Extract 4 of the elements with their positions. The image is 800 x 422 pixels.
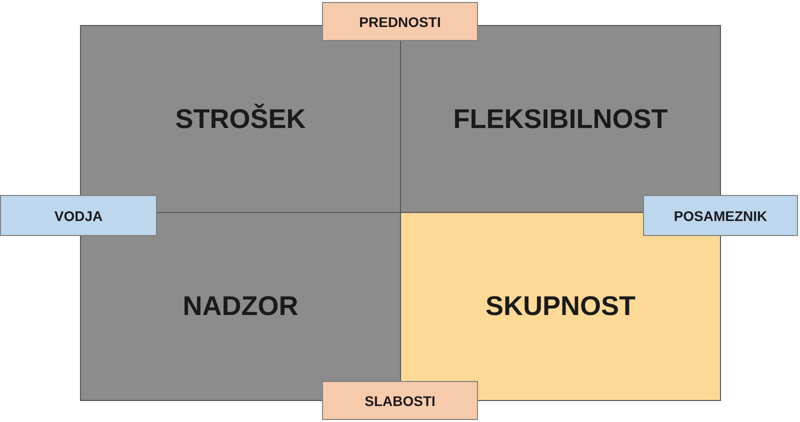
- axis-label-tag: POSAMEZNIK: [643, 195, 798, 236]
- axis-label-tag: PREDNOSTI: [322, 2, 478, 41]
- axis-label-tag: SLABOSTI: [322, 381, 478, 420]
- axis-label-tag: VODJA: [0, 195, 157, 236]
